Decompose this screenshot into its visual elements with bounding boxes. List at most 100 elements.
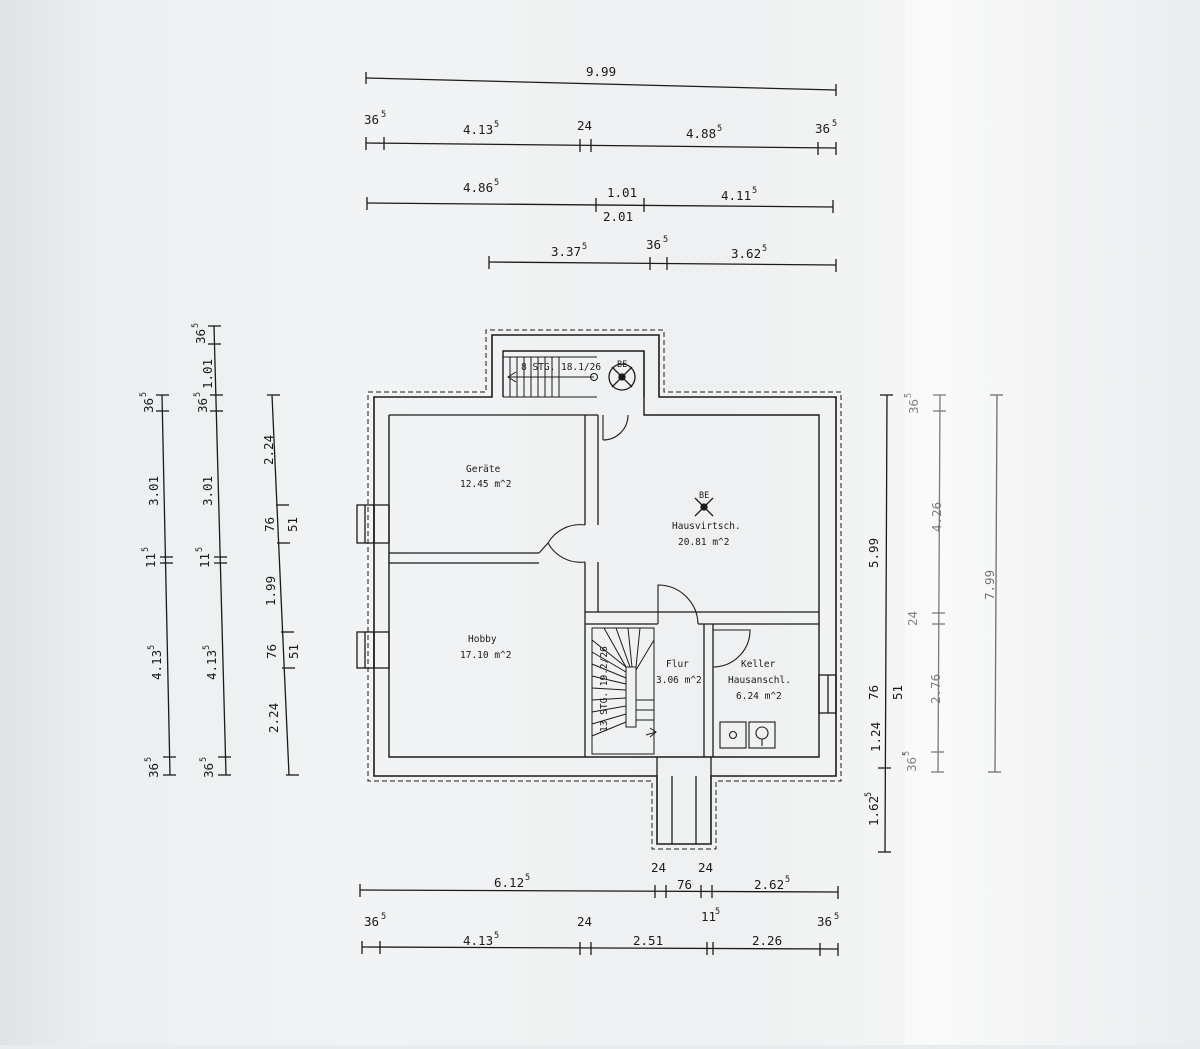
room-flur-area: 3.06 m^2 <box>656 675 702 686</box>
svg-text:5: 5 <box>762 244 767 254</box>
room-keller-name-2: Hausanschl. <box>728 675 791 686</box>
svg-text:4.13: 4.13 <box>463 933 493 948</box>
left-dimension-col-2 <box>208 325 231 776</box>
room-geraete-name: Geräte <box>466 464 501 475</box>
svg-text:1.62: 1.62 <box>866 796 881 826</box>
svg-text:5: 5 <box>785 875 790 885</box>
svg-text:36: 36 <box>201 763 216 778</box>
svg-text:5: 5 <box>141 547 151 552</box>
svg-text:36: 36 <box>364 914 379 929</box>
svg-text:5: 5 <box>494 931 499 941</box>
room-keller-area: 6.24 m^2 <box>736 691 782 702</box>
svg-text:36: 36 <box>364 112 379 127</box>
window-hobby <box>356 631 390 669</box>
top-dimension-row-2 <box>365 137 837 155</box>
svg-text:24: 24 <box>577 914 592 929</box>
svg-text:3.01: 3.01 <box>200 476 215 506</box>
svg-text:76: 76 <box>262 517 277 532</box>
svg-text:76: 76 <box>677 877 692 892</box>
svg-text:1.01: 1.01 <box>200 359 215 389</box>
svg-text:5: 5 <box>832 119 837 129</box>
svg-text:36: 36 <box>646 237 661 252</box>
stair-upper <box>502 356 598 398</box>
svg-text:5: 5 <box>715 907 720 917</box>
svg-text:2.24: 2.24 <box>261 435 276 465</box>
svg-text:2.24: 2.24 <box>266 703 281 733</box>
svg-text:2.62: 2.62 <box>754 877 784 892</box>
stair-lower-label: 13 STG. 19.2/26 <box>599 646 610 732</box>
top-dimension-row-1 <box>365 72 837 96</box>
top-dimension-row-4 <box>488 256 837 272</box>
svg-text:3.01: 3.01 <box>146 476 161 506</box>
room-geraete-area: 12.45 m^2 <box>460 479 511 490</box>
ceiling-light-label-1: BE <box>617 360 627 370</box>
svg-text:5: 5 <box>191 323 201 328</box>
ceiling-light-label-2: BE <box>699 491 709 501</box>
svg-text:5: 5 <box>834 912 839 922</box>
svg-text:11: 11 <box>197 553 212 568</box>
svg-text:76: 76 <box>264 644 279 659</box>
svg-text:5: 5 <box>525 873 530 883</box>
svg-text:1.99: 1.99 <box>263 576 278 606</box>
svg-text:5: 5 <box>663 235 668 245</box>
ceiling-light-hausvirtsch <box>694 497 714 517</box>
stair-lower <box>591 627 657 755</box>
door-keller <box>712 629 751 668</box>
svg-text:5: 5 <box>195 547 205 552</box>
svg-text:11: 11 <box>143 553 158 568</box>
bottom-dimension-row-1 <box>359 884 839 899</box>
building-outline <box>367 329 842 850</box>
room-keller-name: Keller <box>741 659 776 670</box>
ceiling-light-stair <box>608 363 636 391</box>
svg-text:51: 51 <box>890 685 905 700</box>
svg-text:4.86: 4.86 <box>463 180 493 195</box>
svg-text:24: 24 <box>698 860 713 875</box>
svg-text:5: 5 <box>202 645 212 650</box>
svg-text:5: 5 <box>494 178 499 188</box>
svg-text:5.99: 5.99 <box>866 538 881 568</box>
svg-text:36: 36 <box>906 399 921 414</box>
svg-text:9.99: 9.99 <box>586 64 616 79</box>
room-hausvirtsch-area: 20.81 m^2 <box>678 537 729 548</box>
svg-text:24: 24 <box>905 611 920 626</box>
svg-text:5: 5 <box>139 392 149 397</box>
svg-text:6.12: 6.12 <box>494 875 524 890</box>
room-hobby-area: 17.10 m^2 <box>460 650 511 661</box>
bottom-dimension-row-2 <box>361 941 839 956</box>
door-flur <box>657 584 699 625</box>
door-hausvirtsch <box>602 414 629 441</box>
svg-text:5: 5 <box>147 645 157 650</box>
svg-text:36: 36 <box>141 398 156 413</box>
svg-text:5: 5 <box>902 751 912 756</box>
appliances-keller <box>719 721 776 749</box>
svg-text:4.11: 4.11 <box>721 188 751 203</box>
svg-text:2.51: 2.51 <box>633 933 663 948</box>
room-hobby-name: Hobby <box>468 634 497 645</box>
svg-text:2.76: 2.76 <box>928 674 943 704</box>
svg-text:4.26: 4.26 <box>929 502 944 532</box>
stair-upper-label: 8 STG. 18.1/26 <box>521 362 601 373</box>
room-flur-name: Flur <box>666 659 689 670</box>
svg-text:24: 24 <box>651 860 666 875</box>
svg-text:5: 5 <box>752 186 757 196</box>
right-dimension-col-1 <box>878 394 893 853</box>
svg-text:5: 5 <box>904 393 914 398</box>
svg-text:36: 36 <box>146 763 161 778</box>
right-dimension-labels: 5.99 1.62 5 36 5 4.26 24 2.76 76 51 1.24… <box>864 393 997 826</box>
svg-text:5: 5 <box>193 392 203 397</box>
right-dimension-col-3 <box>988 394 1003 773</box>
top-dimension-labels: 9.99 36 5 4.13 5 24 4.88 5 36 5 4.86 5 1… <box>364 64 837 261</box>
svg-text:36: 36 <box>195 398 210 413</box>
svg-text:4.13: 4.13 <box>149 650 164 680</box>
door-double-geraete <box>538 524 586 563</box>
svg-text:7.99: 7.99 <box>982 570 997 600</box>
svg-text:36: 36 <box>193 329 208 344</box>
svg-text:36: 36 <box>815 121 830 136</box>
svg-text:24: 24 <box>577 118 592 133</box>
svg-text:3.37: 3.37 <box>551 244 581 259</box>
room-hausvirtsch-name: Hausvirtsch. <box>672 521 741 532</box>
svg-text:5: 5 <box>582 242 587 252</box>
svg-text:1.01: 1.01 <box>607 185 637 200</box>
